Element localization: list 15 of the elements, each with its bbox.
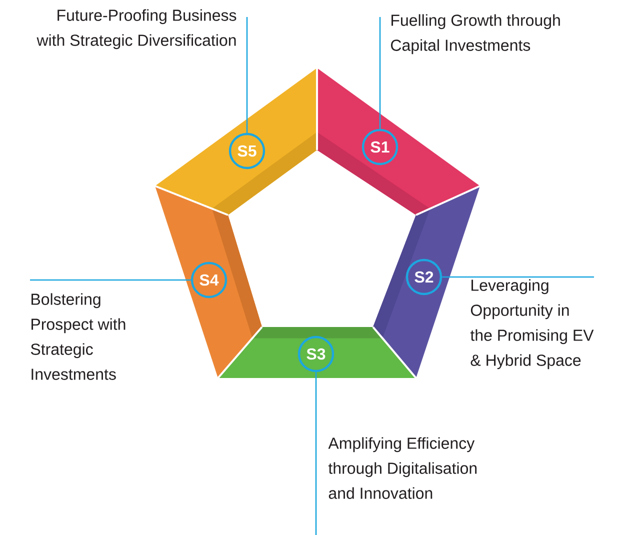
step-description: Fuelling Growth through Capital Investments [391,14,560,54]
step-badge: S2 [406,258,442,296]
step-badge: S3 [298,336,334,372]
leader-line [442,276,594,278]
step-badge: S4 [190,262,228,298]
leader-line [315,372,317,535]
leader-line [246,17,248,133]
leader-line [379,17,381,129]
step-badge: S1 [362,128,398,166]
leader-line [30,279,191,281]
step-description: Amplifying Efficiency through Digitalisation and Innovation [328,437,477,499]
step-description: Bolstering Prospect with Strategic Investments [30,293,126,380]
step-badge: S5 [228,132,266,170]
step-description: Future-Proofing Business with Strategic Diversification [36,9,236,50]
step-description: Leveraging Opportunity in the Promising EV & Hybrid Space [470,279,594,370]
